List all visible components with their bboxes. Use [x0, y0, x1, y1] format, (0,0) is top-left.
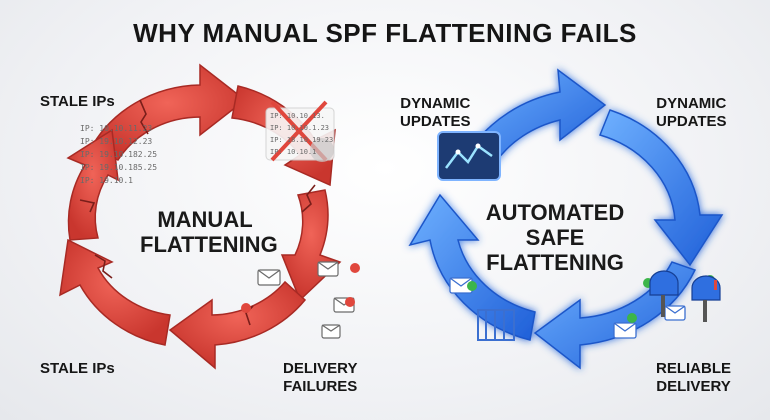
label-line: FLATTENING [486, 250, 624, 275]
label-stale-ips-bottom: STALE IPs [40, 360, 115, 377]
label-line: FAILURES [283, 378, 358, 395]
label-line: DYNAMIC [400, 95, 471, 112]
stale-ip-list-right: IP: 10.10.13. IP: 10.10.1.23 IP: 18.10.1… [270, 110, 333, 158]
label-delivery-failures: DELIVERY FAILURES [283, 360, 357, 396]
label-reliable-delivery: RELIABLE DELIVERY [656, 360, 731, 396]
envelope-check-icons [449, 277, 686, 339]
crack-lines [79, 99, 316, 326]
ip-entry: IP: 10.10.1.23 [270, 124, 330, 132]
label-line: DYNAMIC [656, 95, 727, 112]
page-title: WHY MANUAL SPF FLATTENING FAILS [133, 18, 637, 48]
dashboard-monitor-icon [437, 131, 501, 181]
label-line: DELIVERY [656, 378, 731, 395]
label-line: UPDATES [400, 113, 471, 130]
ip-entry: IP: 10.10.11.23 [80, 124, 153, 133]
label-line: DELIVERY [283, 360, 358, 377]
ip-entry: IP: 19.10.182.25 [80, 150, 158, 159]
ip-entry: IP: 10.10.13. [270, 112, 325, 120]
label-line: UPDATES [656, 113, 727, 130]
center-label-automated: AUTOMATED SAFE FLATTENING [480, 200, 630, 275]
label-line: SAFE [525, 225, 585, 250]
label-dynamic-updates-right: DYNAMIC UPDATES [656, 95, 727, 131]
label-line: FLATTENING [140, 232, 278, 257]
label-line: MANUAL [157, 207, 253, 232]
label-line: AUTOMATED [485, 200, 625, 225]
ip-entry: IP: 19.10.1 [80, 176, 133, 185]
label-line: RELIABLE [656, 360, 731, 377]
mailbox-icons [649, 270, 721, 322]
error-badge-icons [241, 263, 360, 313]
ip-entry: IP: 19.10.12.23 [80, 137, 153, 146]
gate-icon [477, 309, 515, 341]
stale-ip-list-left: IP: 10.10.11.23 IP: 19.10.12.23 IP: 19.1… [80, 122, 157, 187]
crossed-out-ip-icon [265, 100, 335, 162]
label-stale-ips-top: STALE IPs [40, 93, 115, 110]
center-label-manual: MANUAL FLATTENING [140, 207, 278, 257]
envelope-icons [257, 261, 355, 339]
ip-entry: IP: 18.10.19.23 [270, 136, 334, 144]
label-dynamic-updates-left: DYNAMIC UPDATES [400, 95, 471, 131]
ip-entry: IP: 19.10.185.25 [80, 163, 158, 172]
ip-entry: IP: 10.10.1 [270, 148, 317, 156]
